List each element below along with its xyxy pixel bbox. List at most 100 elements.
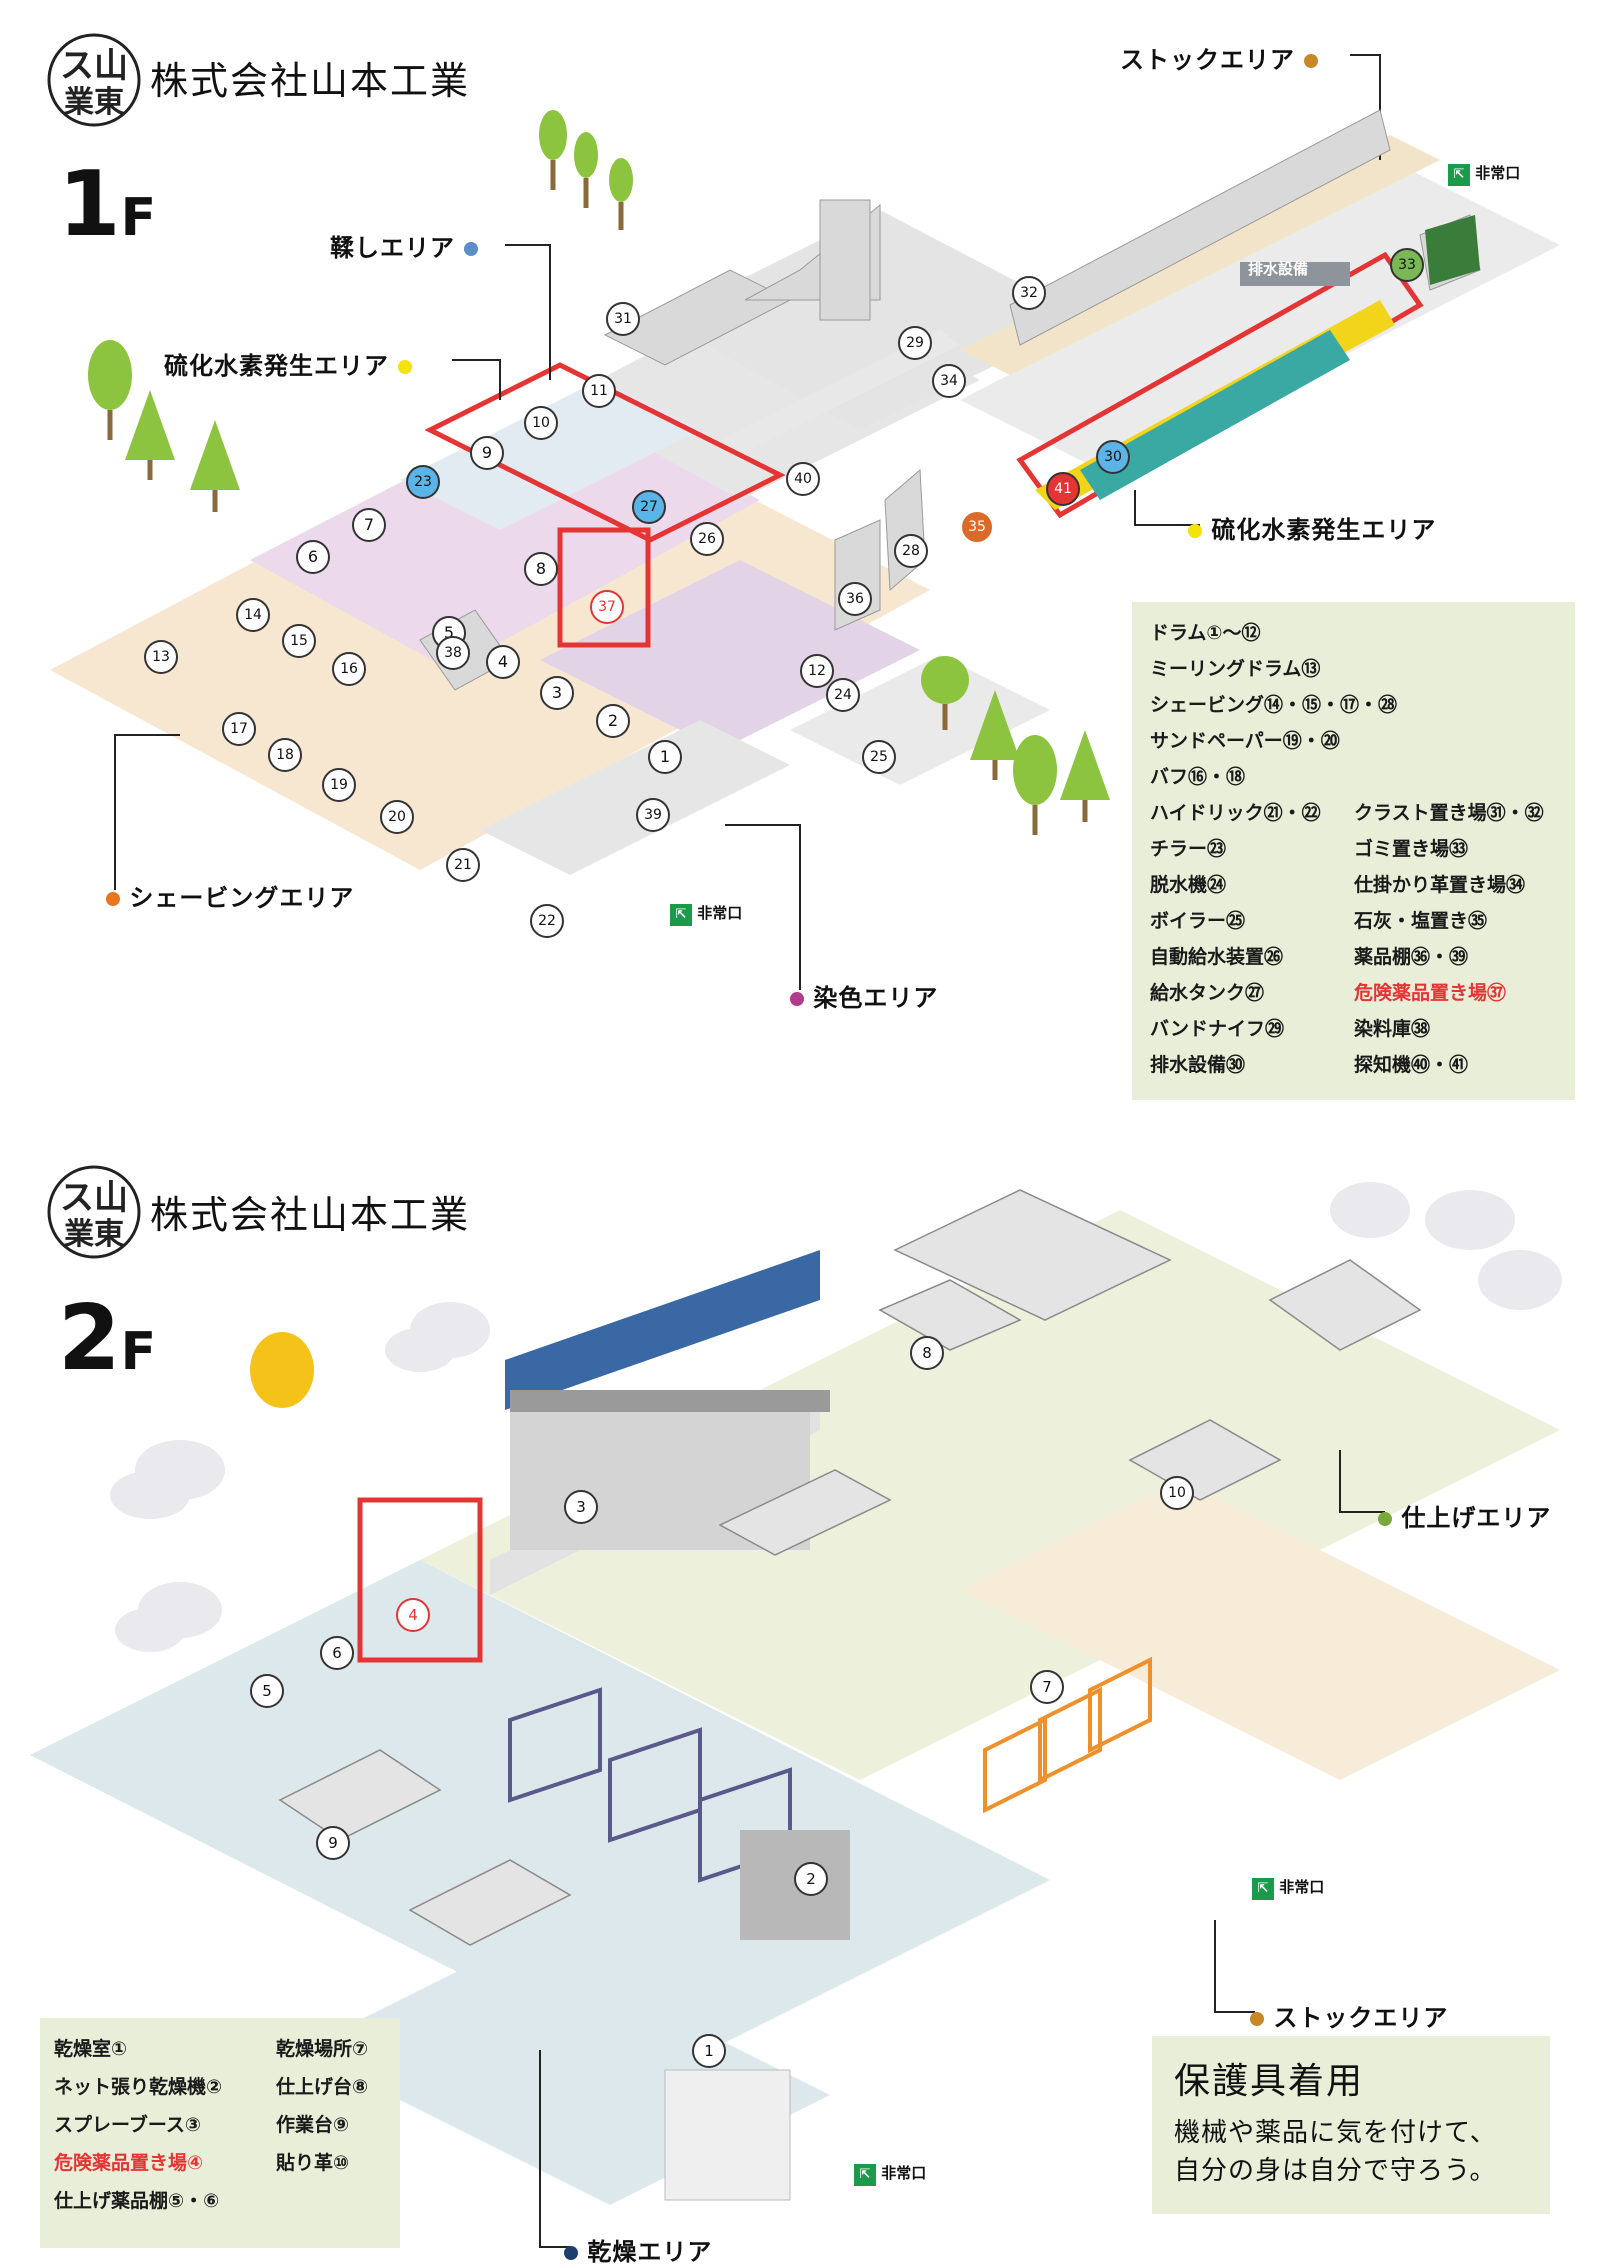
legend-item: シェービング⑭・⑮・⑰・㉘: [1150, 694, 1398, 716]
legend-item: サンドペーパー⑲・⑳: [1150, 730, 1340, 752]
area-label-drying: 乾燥エリア: [564, 2232, 712, 2267]
area-label-shaving: シェービングエリア: [106, 878, 354, 913]
marker-31: 31: [606, 302, 640, 336]
marker-9: 9: [470, 436, 504, 470]
stock-dot-icon: [1304, 54, 1319, 68]
marker-16: 16: [332, 652, 366, 686]
marker-12: 12: [800, 654, 834, 688]
floor-label-2f: 2F: [58, 1286, 157, 1391]
marker-1: 1: [648, 740, 682, 774]
svg-text:業東: 業東: [64, 85, 124, 120]
area-label-dyeing: 染色エリア: [790, 978, 938, 1013]
legend-item: 脱水機㉔: [1150, 874, 1227, 896]
legend-item-danger: 危険薬品置き場④: [54, 2152, 204, 2174]
floor-map-1f: [50, 54, 1560, 990]
marker-2: 2: [596, 704, 630, 738]
marker-7: 7: [352, 508, 386, 542]
marker-17: 17: [222, 712, 256, 746]
legend-item: バンドナイフ㉙: [1150, 1018, 1284, 1040]
legend-item: 貼り革⑩: [276, 2152, 350, 2174]
area-label-stock-1f: ストックエリア: [1120, 40, 1319, 75]
equipment-markers-1f: 1 2 3 4 5 6 7 8 9 10 11 12 13 14 15 16 1…: [0, 0, 1600, 1100]
marker-23: 23: [406, 465, 440, 499]
exit-icon: ⇱: [1252, 1878, 1274, 1900]
marker-3: 3: [540, 676, 574, 710]
marker-32: 32: [1012, 276, 1046, 310]
legend-item: 探知機㊵・㊶: [1354, 1054, 1469, 1076]
marker-4: 4: [486, 645, 520, 679]
legend-item: 乾燥場所⑦: [276, 2038, 369, 2060]
marker-13: 13: [144, 640, 178, 674]
legend-item: 仕掛かり革置き場㉞: [1354, 874, 1526, 896]
h2s-right-dot-icon: [1188, 524, 1202, 538]
company-logo-2f: ス山 業東: [44, 1162, 144, 1262]
svg-text:業東: 業東: [64, 1217, 124, 1252]
legend-item: 石灰・塩置き㉟: [1354, 910, 1488, 932]
safety-line2: 自分の身は自分で守ろう。: [1174, 2156, 1497, 2186]
marker-33: 33: [1390, 248, 1424, 282]
h2s-dot-icon: [398, 360, 413, 374]
marker-19: 19: [322, 768, 356, 802]
area-label-finishing: 仕上げエリア: [1378, 1498, 1551, 1533]
area-label-stock-2f: ストックエリア: [1250, 1998, 1448, 2033]
marker-40: 40: [786, 462, 820, 496]
marker-10: 10: [524, 406, 558, 440]
svg-text:ス山: ス山: [60, 1178, 128, 1218]
legend-item: 排水設備㉚: [1150, 1054, 1246, 1076]
safety-notice: 保護具着用 機械や薬品に気を付けて、 自分の身は自分で守ろう。: [1152, 2036, 1550, 2214]
legend-2f: 乾燥室① ネット張り乾燥機② スプレーブース③ 危険薬品置き場④ 仕上げ薬品棚⑤…: [40, 2018, 400, 2248]
marker-27: 27: [632, 490, 666, 524]
company-name-1f: 株式会社山本工業: [150, 59, 471, 103]
legend-item: ネット張り乾燥機②: [54, 2076, 223, 2098]
legend-item: ハイドリック㉑・㉒: [1150, 802, 1321, 824]
stock-2f-dot-icon: [1250, 2012, 1264, 2026]
safety-title: 保護具着用: [1174, 2061, 1365, 2102]
tenshi-dot-icon: [464, 242, 479, 256]
legend-1f: ドラム①〜⑫ ミーリングドラム⑬ シェービング⑭・⑮・⑰・㉘ サンドペーパー⑲・…: [1132, 602, 1575, 1100]
marker-21: 21: [446, 848, 480, 882]
legend-item: クラスト置き場㉛・㉜: [1354, 802, 1544, 824]
exit-icon: ⇱: [1448, 164, 1470, 186]
exit-icon: ⇱: [670, 904, 692, 926]
marker-25: 25: [862, 740, 896, 774]
legend-item: ミーリングドラム⑬: [1150, 658, 1321, 680]
legend-item: 薬品棚㊱・㊴: [1354, 946, 1469, 968]
marker-11: 11: [582, 374, 616, 408]
area-label-h2s-top: 硫化水素発生エリア: [164, 346, 413, 381]
marker-28: 28: [894, 534, 928, 568]
legend-item: ゴミ置き場㉝: [1354, 838, 1469, 860]
drying-dot-icon: [564, 2246, 578, 2260]
legend-item: 乾燥室①: [54, 2038, 128, 2060]
area-label-tenshi: 鞣しエリア: [330, 228, 479, 263]
marker-39: 39: [636, 798, 670, 832]
marker-30: 30: [1096, 440, 1130, 474]
marker-41: 41: [1046, 472, 1080, 506]
exit-sign-1f-b: ⇱ 非常口: [670, 902, 742, 926]
company-logo-1f: ス山 業東: [44, 30, 144, 130]
sun-icon: [250, 1332, 314, 1408]
company-name-2f: 株式会社山本工業: [150, 1193, 471, 1237]
legend-item: 仕上げ台⑧: [276, 2076, 369, 2098]
exit-sign-1f-a: ⇱ 非常口: [1448, 162, 1520, 186]
marker-14: 14: [236, 598, 270, 632]
legend-item: チラー㉓: [1150, 838, 1227, 860]
legend-item: 自動給水装置㉖: [1150, 946, 1284, 968]
legend-item: 作業台⑨: [276, 2114, 350, 2136]
drain-sign: 排水設備: [1248, 260, 1309, 278]
legend-item: ドラム①〜⑫: [1150, 622, 1261, 644]
marker-20: 20: [380, 800, 414, 834]
legend-item: ボイラー㉕: [1150, 910, 1246, 932]
exit-icon: ⇱: [854, 2164, 876, 2186]
floor-label-1f: 1F: [58, 152, 157, 257]
legend-item: バフ⑯・⑱: [1150, 766, 1246, 788]
marker-36: 36: [838, 582, 872, 616]
dyeing-dot-icon: [790, 992, 804, 1006]
marker-34: 34: [932, 364, 966, 398]
marker-8: 8: [524, 552, 558, 586]
legend-item: 給水タンク㉗: [1150, 982, 1265, 1004]
legend-item: 染料庫㊳: [1354, 1018, 1431, 1040]
floor-map-2f: [30, 1182, 1562, 2248]
marker-15: 15: [282, 624, 316, 658]
marker-22: 22: [530, 904, 564, 938]
exit-sign-2f-a: ⇱ 非常口: [1252, 1876, 1324, 1900]
